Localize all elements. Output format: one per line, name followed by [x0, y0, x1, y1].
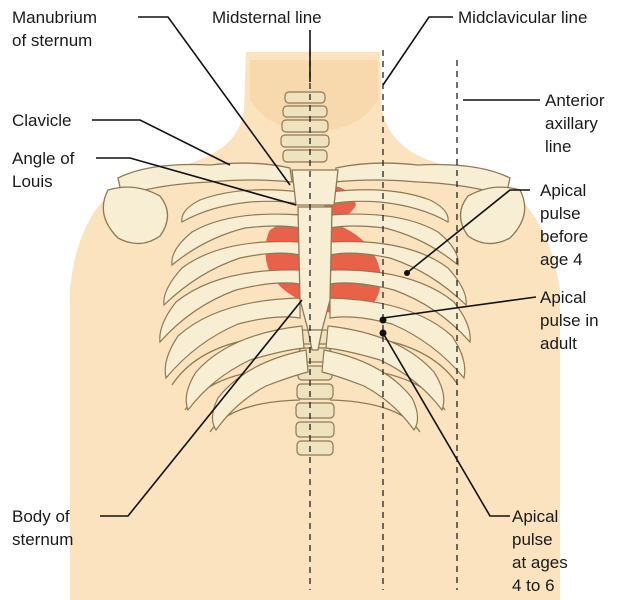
label-body-of-sternum: Body of sternum [12, 507, 74, 549]
apical-4-to-6-point [380, 330, 387, 337]
label-manubrium: Manubrium of sternum [12, 8, 102, 50]
apical-adult-point [380, 317, 387, 324]
label-midclavicular-line: Midclavicular line [458, 8, 587, 27]
label-anterior-axillary-line: Anterior axillary line [545, 91, 609, 156]
label-apical-adult: Apical pulse in adult [540, 288, 603, 353]
sternum-body-bone [298, 207, 332, 330]
label-angle-of-louis: Angle of Louis [12, 149, 79, 191]
apical-before-4-point [404, 270, 410, 276]
manubrium-bone [292, 170, 338, 205]
cervical-vertebrae [281, 92, 329, 162]
label-apical-before-4: Apical pulse before age 4 [540, 181, 593, 269]
label-midsternal-line: Midsternal line [212, 8, 322, 27]
label-clavicle: Clavicle [12, 111, 72, 130]
